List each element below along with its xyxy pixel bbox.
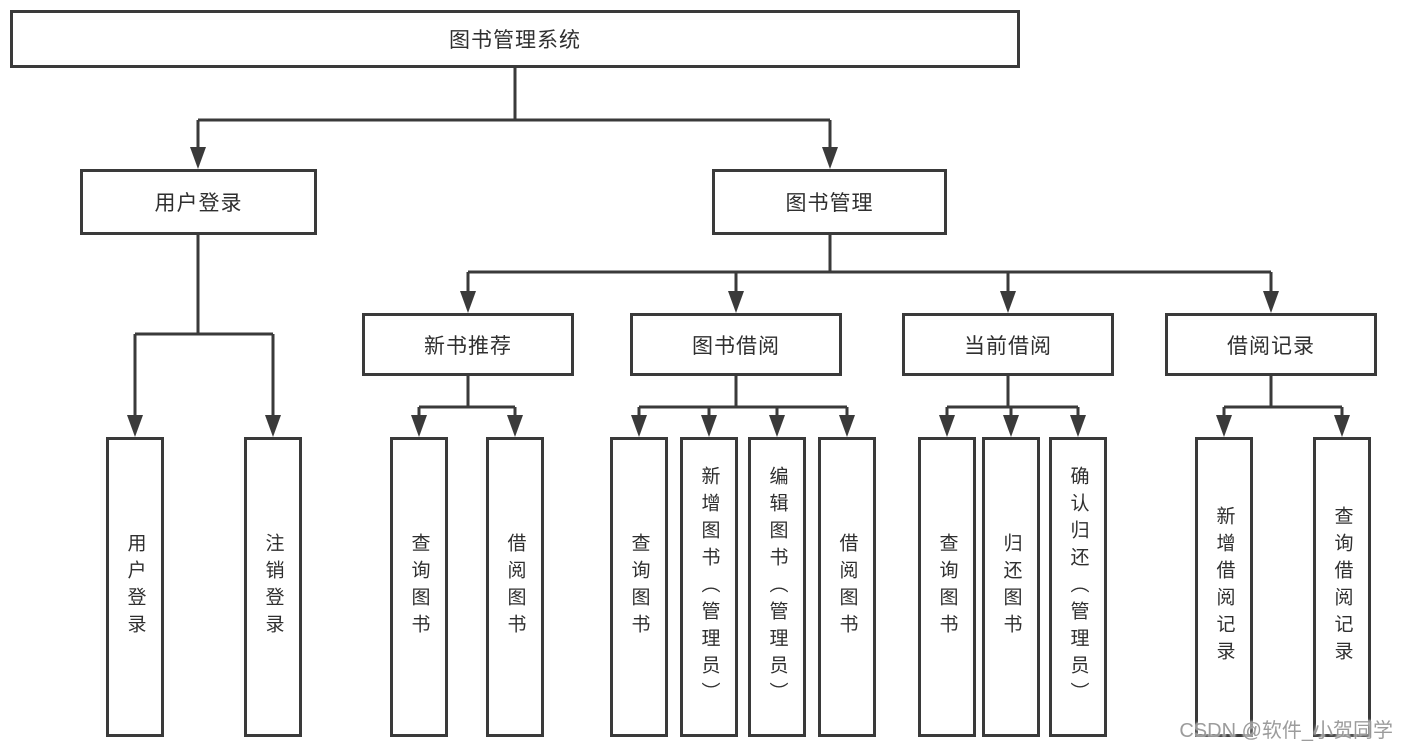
node-leaf-return-books: 归还图书	[982, 437, 1040, 737]
node-leaf-user-login: 用户登录	[106, 437, 164, 737]
node-leaf-confirm-return-admin: 确认归还（管理员）	[1049, 437, 1107, 737]
node-current-borrowing: 当前借阅	[902, 313, 1114, 376]
node-leaf-borrow-books-2: 借阅图书	[818, 437, 876, 737]
node-new-book-recommend: 新书推荐	[362, 313, 574, 376]
csdn-watermark: CSDN @软件_小贺同学	[1179, 720, 1393, 742]
connector-edges	[133, 68, 1344, 418]
node-leaf-query-books-2: 查询图书	[610, 437, 668, 737]
node-leaf-query-borrow-record: 查询借阅记录	[1313, 437, 1371, 737]
node-leaf-query-books-3: 查询图书	[918, 437, 976, 737]
node-library-system: 图书管理系统	[10, 10, 1020, 68]
node-leaf-add-borrow-record: 新增借阅记录	[1195, 437, 1253, 737]
node-user-login: 用户登录	[80, 169, 317, 235]
node-leaf-borrow-books-1: 借阅图书	[486, 437, 544, 737]
connector-arrowheads	[127, 147, 1350, 437]
node-leaf-add-books-admin: 新增图书（管理员）	[680, 437, 738, 737]
node-leaf-edit-books-admin: 编辑图书（管理员）	[748, 437, 806, 737]
node-leaf-query-books-1: 查询图书	[390, 437, 448, 737]
node-book-management: 图书管理	[712, 169, 947, 235]
node-book-borrowing: 图书借阅	[630, 313, 842, 376]
node-borrowing-records: 借阅记录	[1165, 313, 1377, 376]
node-leaf-logout: 注销登录	[244, 437, 302, 737]
